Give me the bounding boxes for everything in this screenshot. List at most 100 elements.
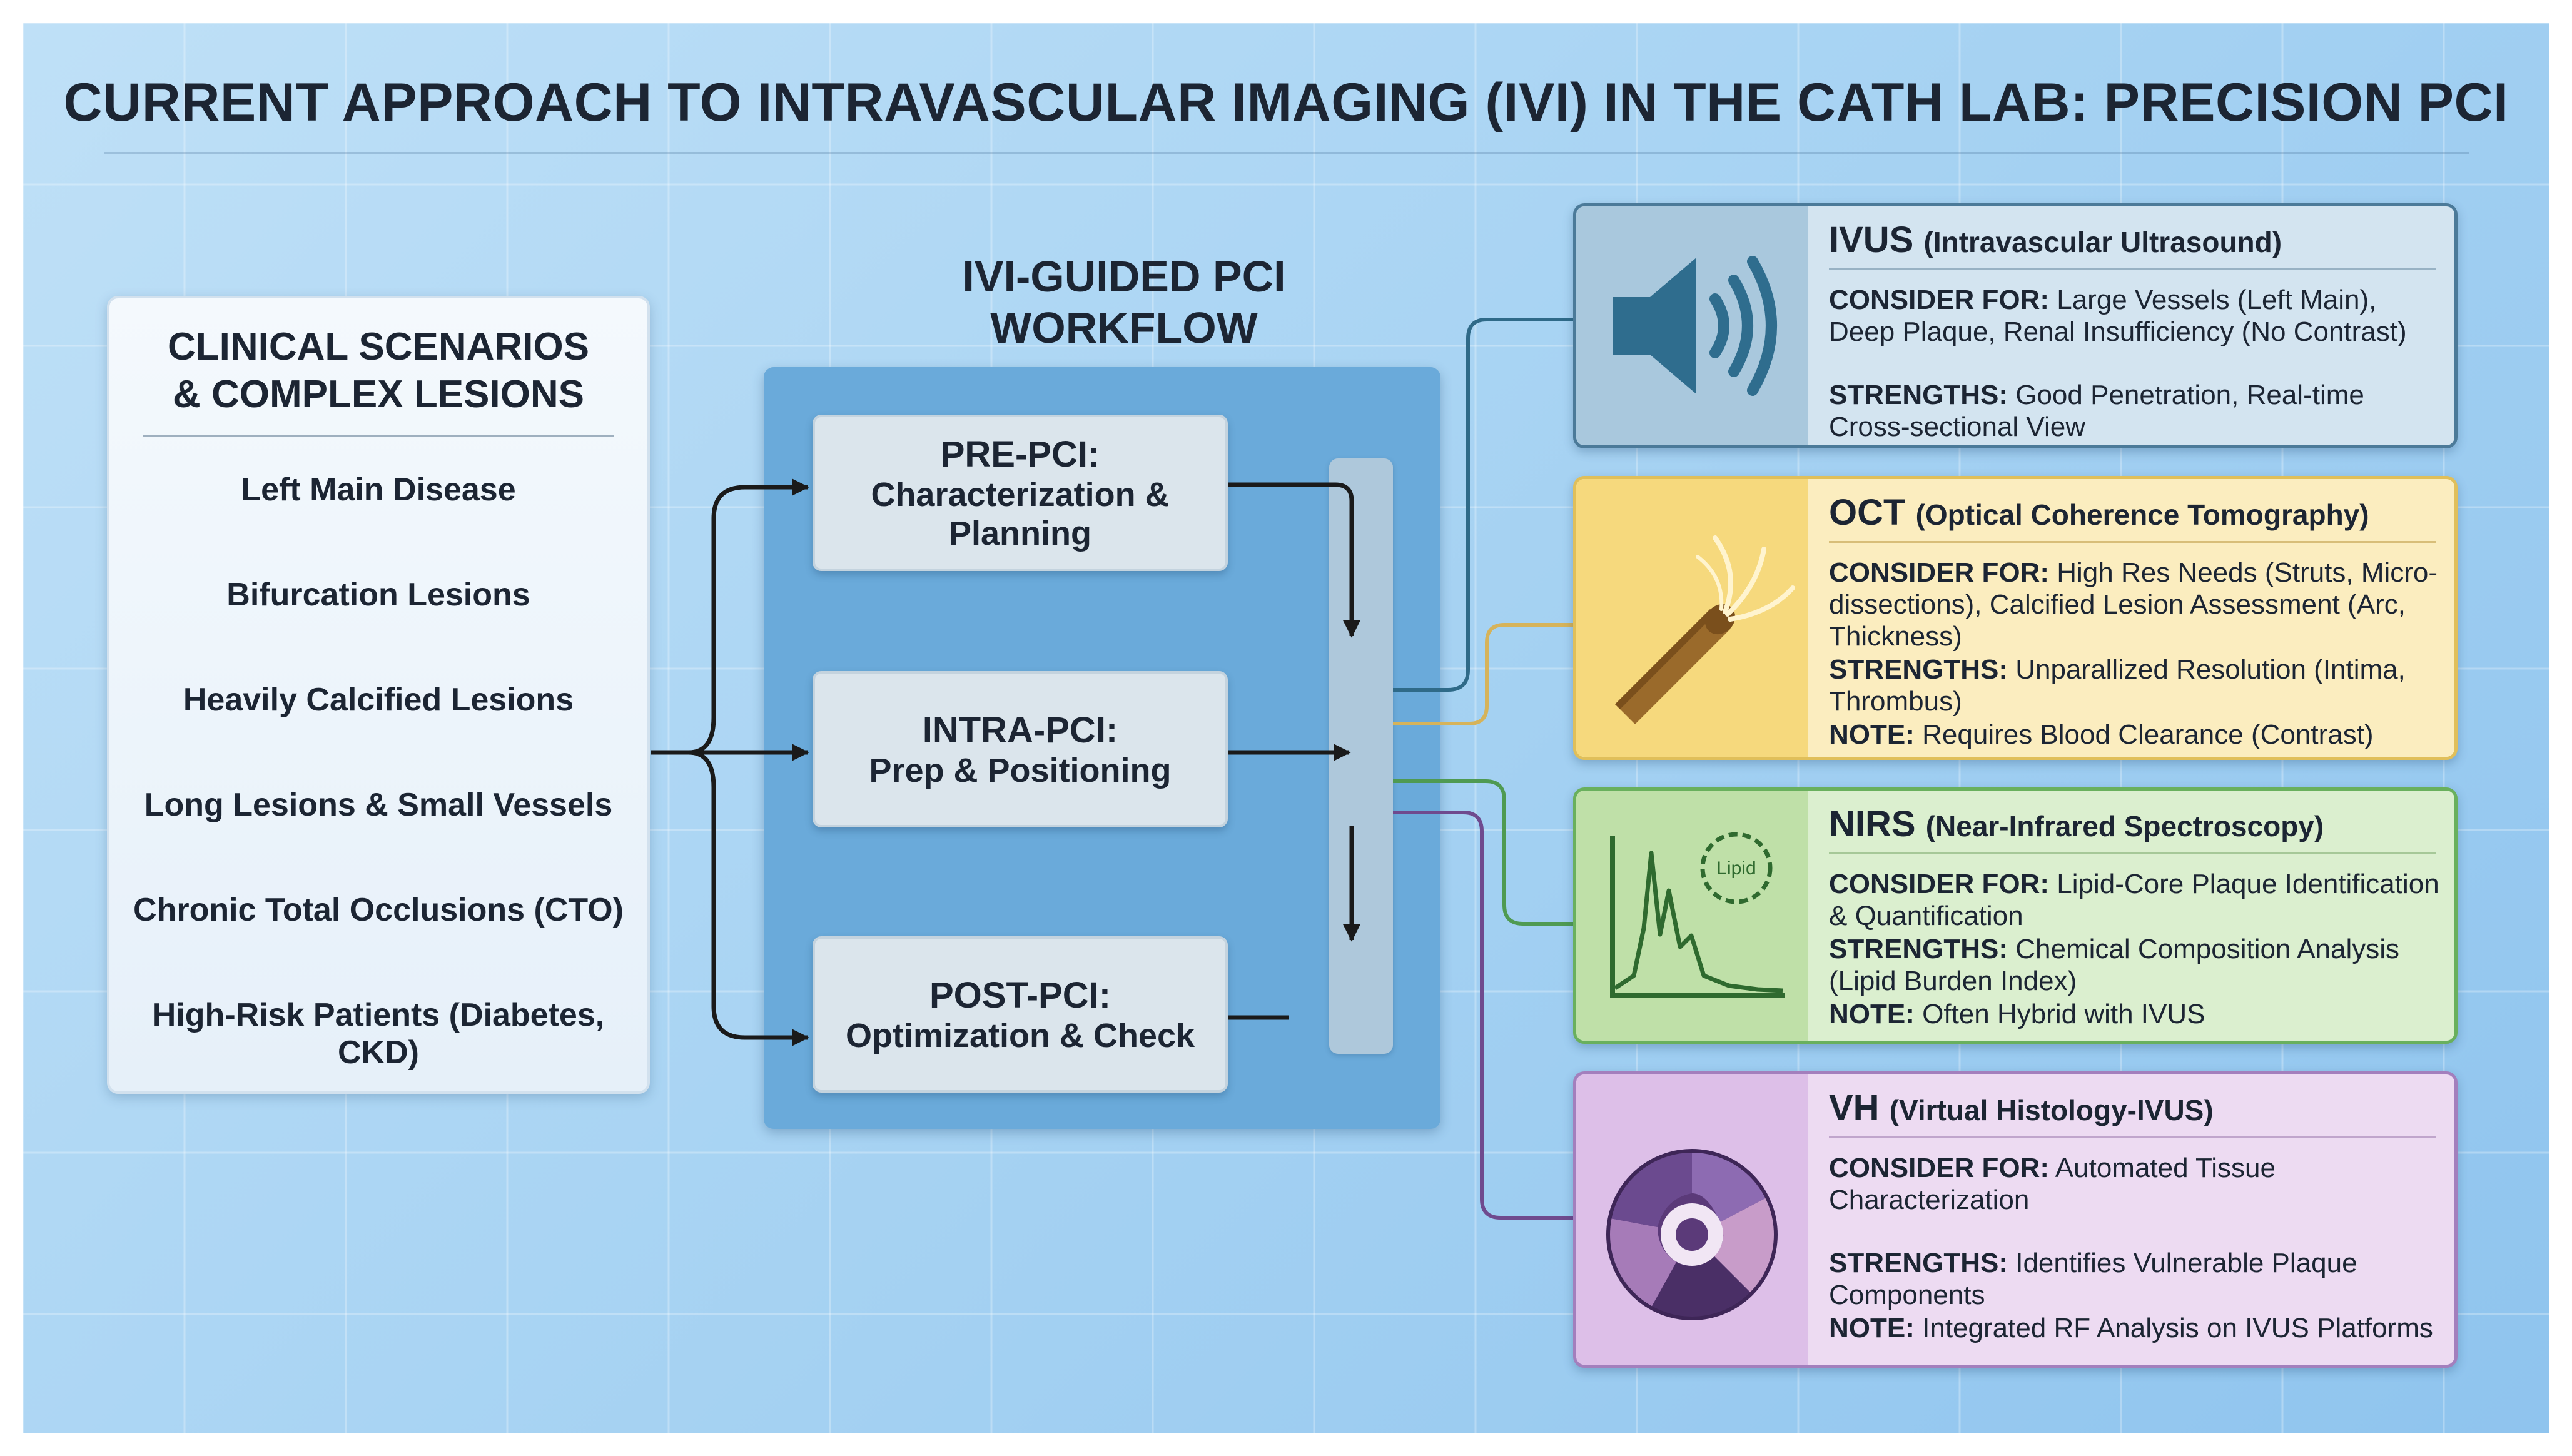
pre-pci-title: PRE-PCI: <box>940 433 1100 475</box>
ivus-name: IVUS <box>1829 220 1914 260</box>
oct-title: OCT (Optical Coherence Tomography) <box>1829 490 2448 537</box>
scenario-item: Heavily Calcified Lesions <box>183 682 574 718</box>
nirs-full-name: (Near-Infrared Spectroscopy) <box>1925 810 2324 842</box>
ivus-strengths-text: Good Penetration, Real-time Cross-sectio… <box>1829 380 2364 442</box>
ivus-connector <box>1393 318 1573 692</box>
ivus-divider <box>1829 268 2436 270</box>
workflow-heading: IVI-GUIDED PCI WORKFLOW <box>818 251 1430 353</box>
intra-pci-step: INTRA-PCI: Prep & Positioning <box>813 671 1228 827</box>
nirs-text: NIRS (Near-Infrared Spectroscopy) CONSID… <box>1829 802 2448 1031</box>
vh-note-label: NOTE: <box>1829 1313 1915 1343</box>
intra-pci-title: INTRA-PCI: <box>922 709 1118 751</box>
ivus-consider-text: Large Vessels (Left Main), Deep Plaque, … <box>1829 285 2407 347</box>
workflow-internal-arrows <box>1228 482 1360 1020</box>
oct-note: NOTE: Requires Blood Clearance (Contrast… <box>1829 719 2448 751</box>
vh-name: VH <box>1829 1088 1880 1128</box>
tissue-cross-section-icon <box>1606 1149 1778 1320</box>
connector-layer <box>651 318 1573 1220</box>
spectrum-graph-icon: Lipid <box>1610 832 1785 998</box>
oct-card: OCT (Optical Coherence Tomography) CONSI… <box>1573 476 2458 760</box>
post-pci-step: POST-PCI: Optimization & Check <box>813 936 1228 1093</box>
nirs-strengths-label: STRENGTHS: <box>1829 934 2008 964</box>
vh-strengths-text: Identifies Vulnerable Plaque Components <box>1829 1248 2357 1310</box>
clinical-heading-line2: & COMPLEX LESIONS <box>173 373 584 416</box>
nirs-strengths: STRENGTHS: Chemical Composition Analysis… <box>1829 933 2448 997</box>
oct-full-name: (Optical Coherence Tomography) <box>1915 498 2369 531</box>
ivus-strengths: STRENGTHS: Good Penetration, Real-time C… <box>1829 379 2448 443</box>
oct-name: OCT <box>1829 492 1906 533</box>
nirs-name: NIRS <box>1829 804 1916 844</box>
scenario-item: Bifurcation Lesions <box>226 577 530 613</box>
nirs-strengths-text: Chemical Composition Analysis (Lipid Bur… <box>1829 934 2400 996</box>
ivus-full-name: (Intravascular Ultrasound) <box>1923 226 2282 258</box>
vh-icon-panel <box>1576 1074 1808 1365</box>
oct-text: OCT (Optical Coherence Tomography) CONSI… <box>1829 490 2448 752</box>
nirs-divider <box>1829 852 2436 854</box>
page-title: CURRENT APPROACH TO INTRAVASCULAR IMAGIN… <box>63 73 2509 133</box>
oct-note-label: NOTE: <box>1829 719 1915 750</box>
ivus-consider-label: CONSIDER FOR: <box>1829 285 2049 315</box>
ivus-icon-panel <box>1576 206 1808 445</box>
scenario-item: High-Risk Patients (Diabetes, CKD) <box>152 997 605 1071</box>
vh-connector <box>1393 811 1573 1220</box>
vh-note: NOTE: Integrated RF Analysis on IVUS Pla… <box>1829 1312 2448 1344</box>
nirs-connector <box>1393 779 1573 926</box>
pre-pci-step: PRE-PCI: Characterization & Planning <box>813 415 1228 571</box>
ivus-title: IVUS (Intravascular Ultrasound) <box>1829 218 2448 265</box>
arrow-to-post-pci <box>688 750 809 1046</box>
oct-strengths-label: STRENGTHS: <box>1829 654 2008 685</box>
clinical-scenarios-panel: CLINICAL SCENARIOS & COMPLEX LESIONS Lef… <box>107 296 650 1094</box>
ivus-card: IVUS (Intravascular Ultrasound) CONSIDER… <box>1573 203 2458 448</box>
title-divider <box>104 152 2469 154</box>
oct-note-text: Requires Blood Clearance (Contrast) <box>1922 719 2374 750</box>
nirs-note: NOTE: Often Hybrid with IVUS <box>1829 998 2448 1030</box>
nirs-consider-text: Lipid-Core Plaque Identification & Quant… <box>1829 869 2439 931</box>
post-pci-title: POST-PCI: <box>929 974 1111 1016</box>
clinical-heading-divider <box>143 435 614 437</box>
lipid-label: Lipid <box>1716 858 1756 879</box>
speaker-sound-icon <box>1613 256 1777 396</box>
vh-text: VH (Virtual Histology-IVUS) CONSIDER FOR… <box>1829 1086 2448 1345</box>
pre-pci-down-arrow <box>1228 482 1360 638</box>
workflow-heading-line1: IVI-GUIDED PCI <box>962 252 1286 301</box>
nirs-card: Lipid NIRS (Near-Infrared Spectroscopy) … <box>1573 787 2458 1044</box>
infographic-canvas: CURRENT APPROACH TO INTRAVASCULAR IMAGIN… <box>23 23 2549 1433</box>
oct-strengths-text: Unparallized Resolution (Intima, Thrombu… <box>1829 654 2406 717</box>
oct-consider: CONSIDER FOR: High Res Needs (Struts, Mi… <box>1829 557 2448 652</box>
workflow-heading-line2: WORKFLOW <box>990 303 1258 352</box>
scenario-item: Left Main Disease <box>241 472 516 508</box>
vh-strengths-label: STRENGTHS: <box>1829 1248 2008 1278</box>
scenario-item: Chronic Total Occlusions (CTO) <box>133 892 624 928</box>
oct-icon-panel <box>1576 479 1808 757</box>
scenario-item: Long Lesions & Small Vessels <box>144 787 613 823</box>
nirs-note-label: NOTE: <box>1829 999 1915 1029</box>
optical-fiber-icon <box>1615 535 1795 724</box>
vh-consider: CONSIDER FOR: Automated Tissue Character… <box>1829 1152 2448 1216</box>
arrow-to-pre-pci <box>688 478 809 755</box>
nirs-note-text: Often Hybrid with IVUS <box>1922 999 2205 1029</box>
nirs-consider-label: CONSIDER FOR: <box>1829 869 2049 899</box>
pre-pci-subtitle: Characterization & Planning <box>871 475 1170 552</box>
vh-consider-label: CONSIDER FOR: <box>1829 1153 2049 1183</box>
oct-consider-text: High Res Needs (Struts, Micro-dissection… <box>1829 557 2438 652</box>
vh-title: VH (Virtual Histology-IVUS) <box>1829 1086 2448 1133</box>
vh-note-text: Integrated RF Analysis on IVUS Platforms <box>1922 1313 2433 1343</box>
post-pci-subtitle: Optimization & Check <box>845 1016 1195 1054</box>
clinical-scenarios-heading: CLINICAL SCENARIOS & COMPLEX LESIONS <box>109 323 647 418</box>
oct-consider-label: CONSIDER FOR: <box>1829 557 2049 588</box>
intra-pci-subtitle: Prep & Positioning <box>869 751 1172 789</box>
scenario-to-workflow-arrows <box>651 478 809 1046</box>
ivus-consider: CONSIDER FOR: Large Vessels (Left Main),… <box>1829 284 2448 348</box>
clinical-heading-line1: CLINICAL SCENARIOS <box>167 325 589 368</box>
nirs-title: NIRS (Near-Infrared Spectroscopy) <box>1829 802 2448 849</box>
vh-card: VH (Virtual Histology-IVUS) CONSIDER FOR… <box>1573 1071 2458 1368</box>
oct-connector <box>1393 623 1573 725</box>
vh-strengths: STRENGTHS: Identifies Vulnerable Plaque … <box>1829 1247 2448 1311</box>
vh-consider-text: Automated Tissue Characterization <box>1829 1153 2276 1215</box>
vh-full-name: (Virtual Histology-IVUS) <box>1889 1094 2214 1126</box>
ivus-strengths-label: STRENGTHS: <box>1829 380 2008 410</box>
nirs-icon-panel: Lipid <box>1576 791 1808 1041</box>
ivus-text: IVUS (Intravascular Ultrasound) CONSIDER… <box>1829 218 2448 444</box>
oct-strengths: STRENGTHS: Unparallized Resolution (Inti… <box>1829 654 2448 717</box>
vh-divider <box>1829 1136 2436 1138</box>
